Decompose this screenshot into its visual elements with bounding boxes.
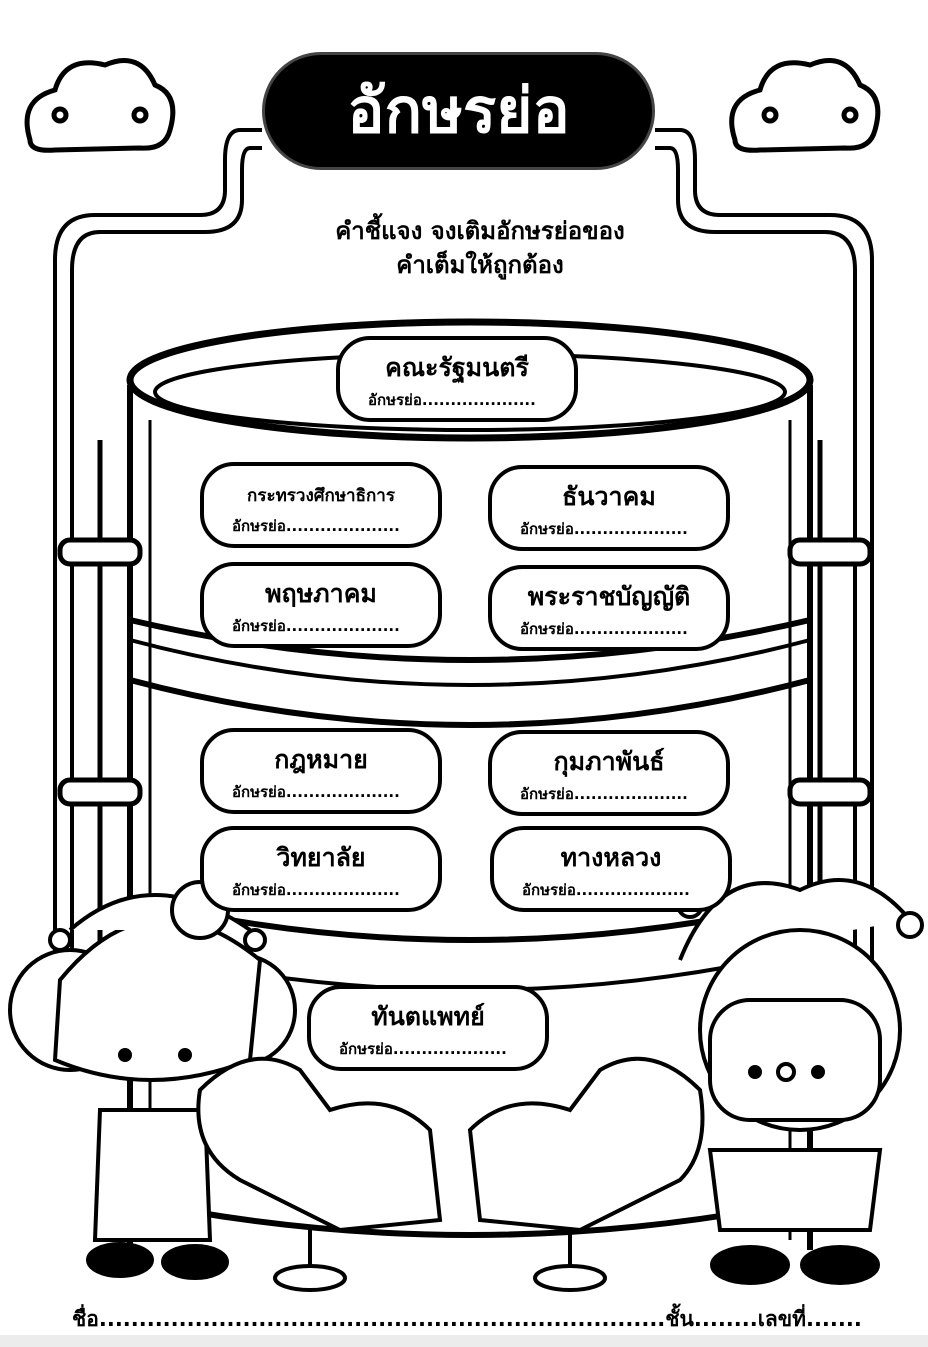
full-word: คณะรัฐมนตรี [385,353,529,382]
worksheet-title: อักษรย่อ [262,52,655,170]
word-box: ธันวาคม อักษรย่อ.................... [488,465,730,551]
word-box: กระทรวงศึกษาธิการ อักษรย่อ..............… [200,462,442,548]
horse-left-illustration [196,1056,443,1292]
full-word: ธันวาคม [562,482,656,511]
full-word: ทางหลวง [560,843,662,872]
class-field[interactable]: ชั้น........ [665,1307,758,1331]
abbreviation-blank[interactable]: อักษรย่อ.................... [520,785,688,803]
full-word: กุมภาพันธ์ [553,747,665,776]
abbreviation-blank[interactable]: อักษรย่อ.................... [339,1040,507,1058]
horse-right-illustration [467,1056,705,1292]
full-word: วิทยาลัย [276,843,366,872]
clown-left-illustration [8,880,297,1280]
name-field[interactable]: ชื่อ....................................… [72,1307,666,1331]
bottom-strip [0,1335,928,1347]
abbreviation-blank[interactable]: อักษรย่อ.................... [520,520,688,538]
student-info-line: ชื่อ....................................… [72,1303,862,1336]
word-box: ทางหลวง อักษรย่อ.................... [490,826,732,912]
frame-arch [53,128,874,1000]
word-box: ทันตแพทย์ อักษรย่อ.................... [307,985,549,1071]
full-word: ทันตแพทย์ [371,1002,485,1031]
word-box: คณะรัฐมนตรี อักษรย่อ.................... [336,336,578,422]
word-box: กฎหมาย อักษรย่อ.................... [200,728,442,814]
abbreviation-blank[interactable]: อักษรย่อ.................... [232,881,400,899]
full-word: พระราชบัญญัติ [527,582,691,611]
full-word: พฤษภาคม [265,579,377,608]
clown-right-illustration [676,878,924,1285]
word-box: วิทยาลัย อักษรย่อ.................... [200,826,442,912]
abbreviation-blank[interactable]: อักษรย่อ.................... [522,881,690,899]
instructions-line-2: คำเต็มให้ถูกต้อง [396,251,564,279]
word-box: กุมภาพันธ์ อักษรย่อ.................... [488,730,730,816]
abbreviation-blank[interactable]: อักษรย่อ.................... [232,517,400,535]
abbreviation-blank[interactable]: อักษรย่อ.................... [232,783,400,801]
word-box: พระราชบัญญัติ อักษรย่อ..................… [488,565,730,651]
number-field[interactable]: เลขที่....... [757,1307,862,1331]
word-box: พฤษภาคม อักษรย่อ.................... [200,562,442,648]
abbreviation-blank[interactable]: อักษรย่อ.................... [232,617,400,635]
full-word: กฎหมาย [274,745,368,774]
full-word: กระทรวงศึกษาธิการ [247,486,395,506]
abbreviation-blank[interactable]: อักษรย่อ.................... [520,620,688,638]
cloud-right-icon [729,58,881,153]
cloud-left-icon [24,58,176,153]
instructions-line-1: คำชี้แจง จงเติมอักษรย่อของ [335,217,625,245]
abbreviation-blank[interactable]: อักษรย่อ.................... [368,391,536,409]
